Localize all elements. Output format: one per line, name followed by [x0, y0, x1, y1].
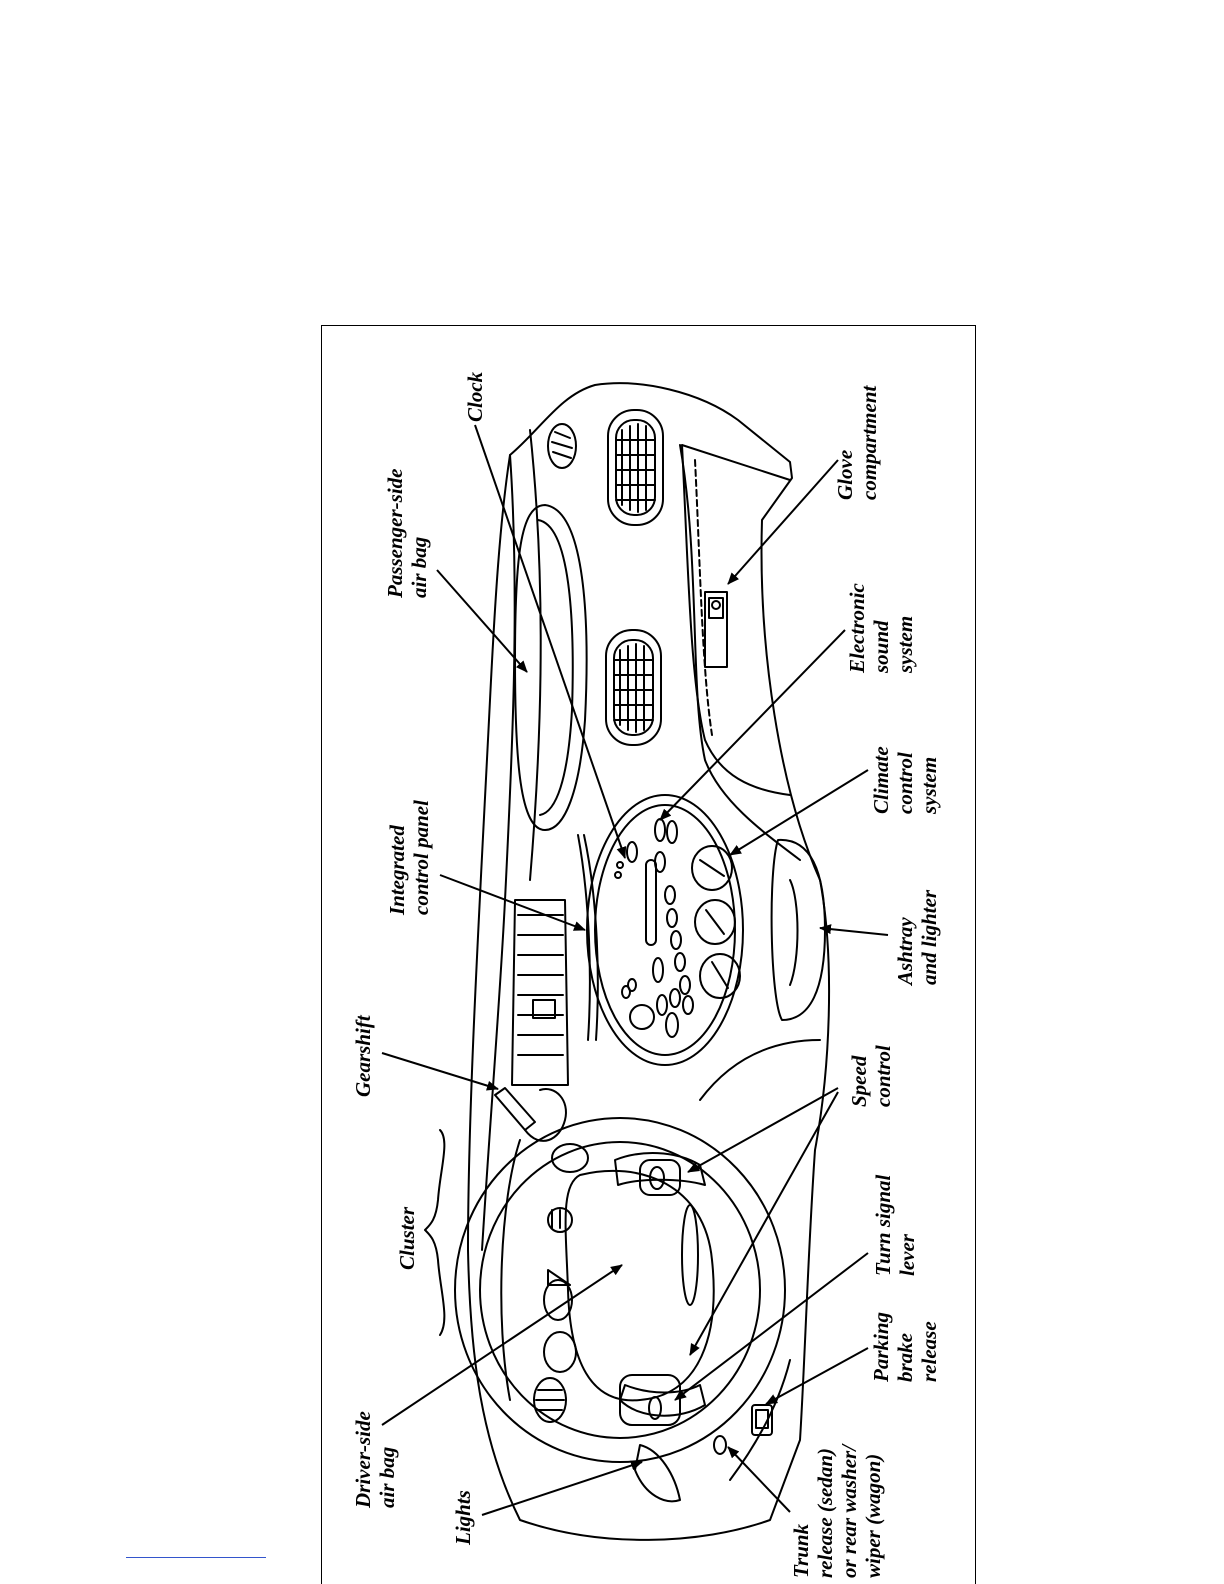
passenger-vent-lower [606, 630, 661, 745]
label-clock: Clock [463, 371, 487, 422]
leader-arrows [382, 425, 888, 1515]
climate-knobs [692, 846, 740, 998]
arrow-integrated-control-panel [440, 875, 585, 930]
dashboard-drawing [425, 383, 829, 1540]
instrument-cluster [501, 1140, 576, 1400]
center-stack-oval [595, 805, 735, 1055]
dashboard-knee-line [730, 1360, 790, 1480]
arrow-climate-control-system [730, 770, 868, 855]
dashboard-lower-sweep [680, 445, 800, 860]
passenger-vent-upper [608, 410, 663, 525]
cluster-brace [425, 1130, 444, 1335]
steering-wheel [455, 1118, 785, 1462]
passenger-airbag-door [515, 505, 587, 830]
arrow-electronic-sound-system [660, 630, 845, 820]
label-electronic-sound-system: Electronic sound system [845, 578, 917, 674]
label-gearshift: Gearshift [351, 1014, 375, 1097]
dashboard-pad-line-2 [530, 430, 541, 880]
ashtray [772, 840, 825, 1020]
arrow-ashtray [820, 928, 888, 935]
arrow-speed-control-lower [690, 1092, 838, 1355]
arrow-parking-brake [766, 1348, 868, 1404]
dashboard-lower-sweep-2 [700, 1040, 820, 1100]
dashboard-outline [468, 383, 829, 1540]
passenger-airbag-door-inner [538, 520, 573, 815]
arrow-passenger-airbag [437, 570, 527, 672]
arrow-turn-signal [675, 1253, 868, 1400]
label-driver-airbag: Driver-side air bag [351, 1406, 399, 1509]
arrow-clock [475, 425, 625, 858]
center-vent-divider [578, 835, 590, 1040]
driver-side-vent [534, 1378, 566, 1422]
label-parking-brake-release: Parking brake release [869, 1307, 941, 1383]
label-passenger-airbag: Passenger-side air bag [383, 463, 431, 599]
side-vent-right-slats [552, 432, 572, 458]
arrow-gearshift [382, 1053, 498, 1089]
label-trunk-release: Trunk release (sedan) or rear washer/ wi… [789, 1440, 885, 1578]
label-integrated-control-panel: Integrated control panel [385, 800, 433, 916]
label-climate-control-system: Climate control system [869, 741, 941, 815]
center-vent [512, 900, 568, 1085]
label-glove-compartment: Glove compartment [833, 385, 881, 500]
label-cluster: Cluster [395, 1206, 419, 1270]
trunk-release-button [714, 1436, 726, 1454]
label-ashtray-lighter: Ashtray and lighter [893, 889, 941, 987]
gearshift-lever [495, 1088, 588, 1172]
label-lights: Lights [451, 1490, 475, 1546]
label-turn-signal-lever: Turn signal lever [871, 1169, 919, 1276]
label-speed-control: Speed control [847, 1045, 895, 1107]
arrow-trunk-release [728, 1447, 790, 1512]
footer-rule [126, 1557, 266, 1558]
